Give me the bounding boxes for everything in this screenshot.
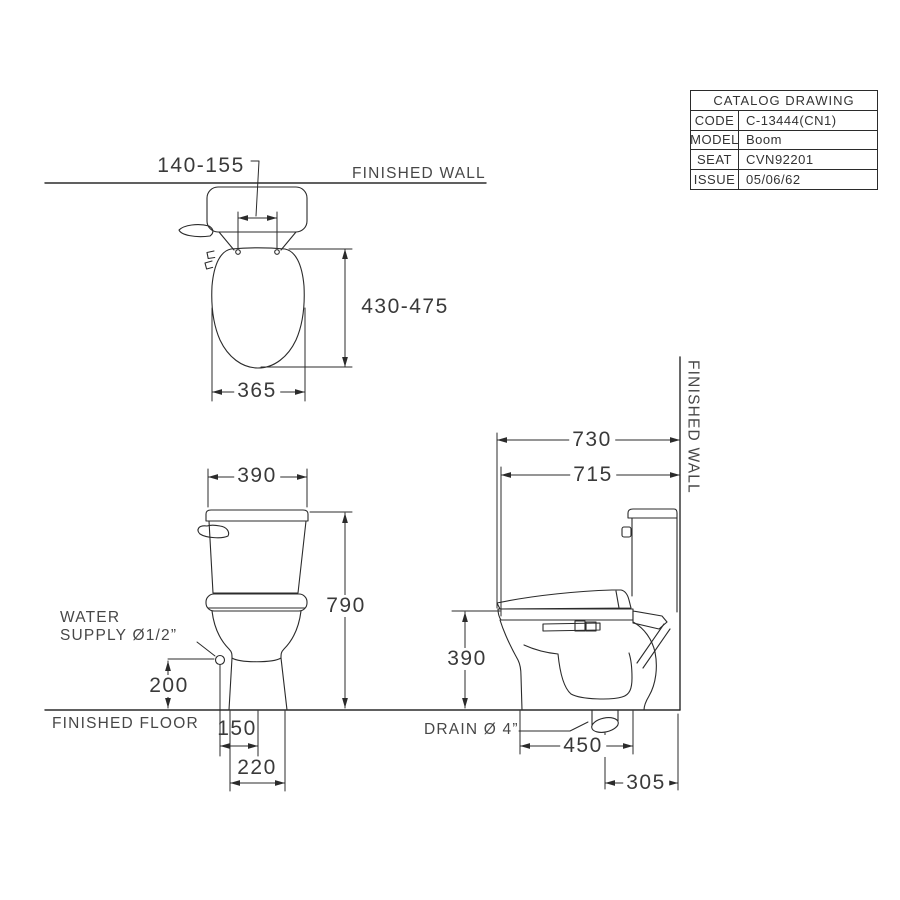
plan-view	[44, 182, 487, 369]
extension-lines	[260, 248, 353, 368]
issue-label: ISSUE	[691, 170, 739, 189]
water-supply-point	[214, 654, 226, 666]
seat-bowl-plan-outline	[211, 247, 305, 369]
drain-pipe	[591, 709, 619, 726]
dim-140-155	[237, 160, 278, 249]
finished-wall-side-label: FINISHED WALL	[684, 360, 702, 494]
drain-label: DRAIN Ø 4”	[424, 721, 519, 738]
bowl-rim-side	[497, 608, 634, 621]
dim-label-rim-height: 390	[444, 647, 490, 671]
extension-lines	[237, 211, 278, 249]
flush-lever-front	[197, 524, 230, 539]
title-block-row-code: CODE C-13444(CN1)	[691, 110, 877, 131]
water-supply-label-2: SUPPLY Ø1/2”	[60, 627, 178, 644]
dim-label-base-length: 450	[560, 734, 606, 758]
tank-lid-side	[627, 508, 678, 519]
dim-label-drain-rough-in: 305	[623, 771, 669, 795]
front-view	[44, 509, 681, 711]
title-block-row-seat: SEAT CVN92201	[691, 150, 877, 171]
flush-strut-side	[636, 623, 671, 669]
issue-value: 05/06/62	[746, 172, 801, 188]
seat-side-nubs	[204, 250, 216, 270]
seat-rim-front	[205, 593, 308, 612]
drain-opening	[591, 717, 619, 733]
code-label: CODE	[691, 110, 739, 130]
drain-leader	[518, 721, 589, 732]
extension-lines	[229, 710, 286, 792]
dim-430-475	[260, 248, 353, 368]
seat-hinge-bolt-right	[274, 249, 280, 255]
dim-label-water-supply-height: 200	[146, 674, 192, 698]
flush-lever-plan	[178, 224, 214, 238]
bowl-back-profile	[632, 621, 657, 711]
dim-label-water-supply-offset: 150	[217, 716, 257, 740]
tank-body-side	[631, 517, 678, 613]
water-supply-label-1: WATER	[60, 609, 121, 626]
bowl-front-profile	[499, 619, 523, 711]
dim-label-tank-width: 390	[234, 464, 280, 488]
tank-plan-outline	[206, 186, 308, 233]
seat-hinge-side	[574, 620, 597, 632]
extension-lines	[211, 307, 306, 402]
finished-wall-top-label: FINISHED WALL	[352, 165, 486, 182]
leader-line	[250, 160, 260, 217]
dim-220	[229, 710, 286, 792]
dim-label-bowl-width: 365	[234, 379, 280, 403]
tank-seat-connectors	[218, 231, 297, 251]
seat-ring-side	[542, 622, 601, 632]
title-block-row-model: MODEL Boom	[690, 130, 877, 151]
seat-hinge-bolt-left	[235, 249, 241, 255]
title-block-title: CATALOG DRAWING	[691, 91, 877, 111]
tank-lid-front	[205, 509, 309, 522]
tank-button-side	[621, 526, 632, 538]
finished-floor-label: FINISHED FLOOR	[52, 715, 199, 732]
bowl-front-outline	[211, 610, 302, 663]
dim-label-overall-height: 790	[323, 594, 369, 618]
dim-label-seat-length: 430-475	[361, 294, 449, 318]
dim-150	[219, 710, 259, 757]
dim-label-overall-depth: 730	[569, 428, 615, 452]
dim-label-base-width: 220	[237, 755, 277, 779]
pedestal-front	[228, 657, 288, 711]
title-block: CATALOG DRAWING CODE C-13444(CN1) MODEL …	[690, 90, 878, 190]
trap-scoop-profile	[523, 644, 633, 700]
seat-lid-detail	[615, 590, 620, 609]
model-value: Boom	[746, 132, 782, 148]
code-value: C-13444(CN1)	[746, 112, 837, 128]
dim-200	[165, 641, 221, 757]
dim-label-rim-depth: 715	[570, 463, 616, 487]
tank-body-front	[208, 520, 307, 594]
seat-lid-side	[496, 589, 632, 610]
model-label: MODEL	[690, 130, 739, 150]
seat-value: CVN92201	[746, 152, 814, 168]
dim-label-flush-valve-offset: 140-155	[157, 153, 245, 177]
seat-label: SEAT	[691, 150, 739, 170]
title-block-row-issue: ISSUE 05/06/62	[691, 170, 877, 189]
side-view	[496, 356, 681, 733]
dim-730	[496, 432, 681, 609]
water-supply-leader	[196, 641, 216, 657]
